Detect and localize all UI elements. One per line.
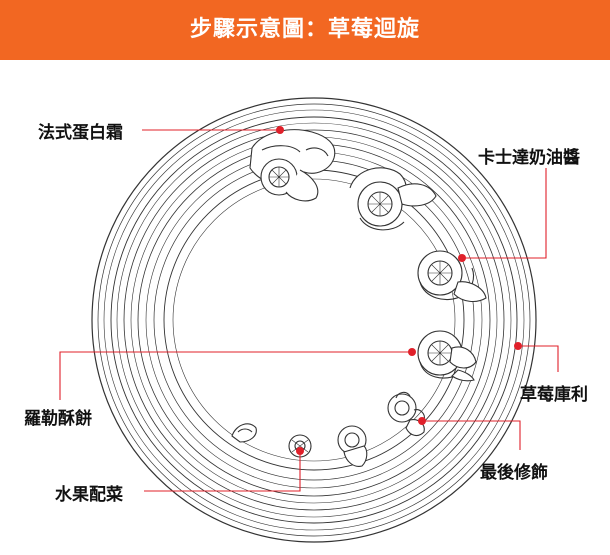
marker-dot <box>458 254 466 262</box>
meringue-piece <box>249 129 336 202</box>
leader-line-biscuit <box>59 351 412 400</box>
fruit-piece <box>337 425 368 467</box>
page-title: 步驟示意圖：草莓迴旋 <box>189 17 420 42</box>
leader-line-garnish <box>422 420 521 450</box>
marker-dot <box>514 342 522 350</box>
label-fruit-pairing: 水果配菜 <box>55 485 123 505</box>
label-final-garnish: 最後修飾 <box>480 463 548 483</box>
plating-diagram <box>59 97 559 543</box>
marker-dot <box>296 447 304 455</box>
header-bar: 步驟示意圖：草莓迴旋 <box>0 0 610 60</box>
label-custard-cream: 卡士達奶油醬 <box>478 148 580 168</box>
strawberry-slice <box>417 330 477 382</box>
label-rolled-biscuit: 羅勒酥餅 <box>24 409 92 429</box>
label-french-meringue: 法式蛋白霜 <box>38 123 123 143</box>
custard-piece <box>417 250 487 303</box>
marker-dot <box>276 126 284 134</box>
leader-line-custard <box>462 168 547 259</box>
marker-dot <box>418 417 426 425</box>
marker-dot <box>408 348 416 356</box>
label-strawberry-coulis: 草莓庫利 <box>520 385 588 405</box>
strawberry-slice <box>349 167 437 231</box>
leader-line-coulis <box>518 345 559 372</box>
leader-line-fruit <box>144 451 301 492</box>
fruit-piece <box>231 423 257 443</box>
garnish-piece <box>387 391 425 437</box>
